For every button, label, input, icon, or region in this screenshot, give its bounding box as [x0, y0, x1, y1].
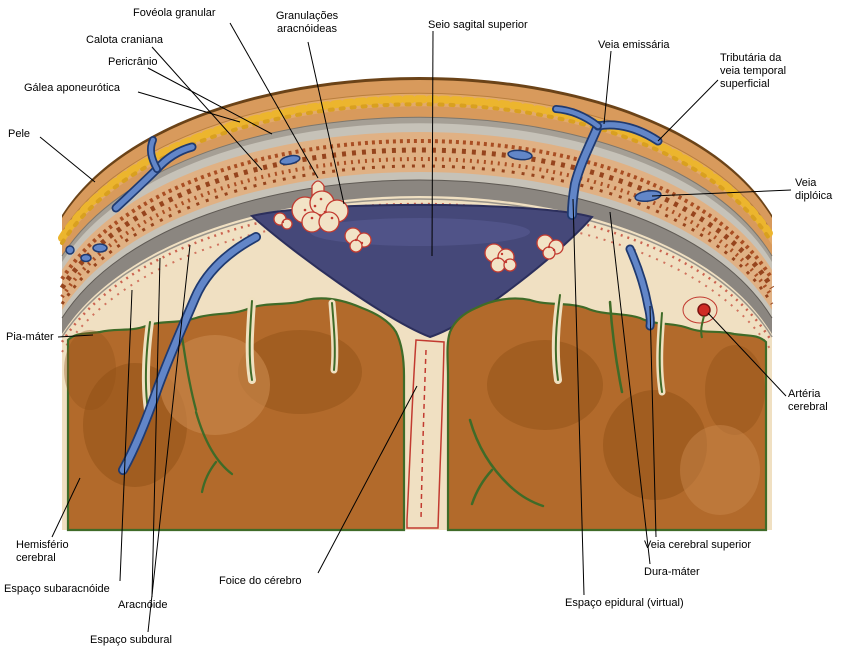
skin-fat-boundary: [61, 92, 773, 233]
label-veia-cerebral-superior: Veia cerebral superior: [644, 539, 752, 551]
diploic-vein-blob: [80, 253, 92, 263]
arachnoid-granulations: [273, 180, 564, 273]
leader-tributaria: [657, 79, 719, 142]
leader-veia-emissaria: [603, 50, 612, 125]
label-foice-do-cerebro: Foice do cérebro: [219, 575, 302, 587]
label-foveola-granular: Fovéola granular: [133, 7, 216, 19]
leader-dura-mater: [609, 211, 651, 565]
superior-sagittal-sinus-shape: [249, 203, 594, 339]
artery-pial-hook: [700, 315, 705, 339]
leader-hemisferio: [51, 477, 81, 538]
dura-outer-boundary: [61, 179, 773, 319]
label-tributaria-veia-temporal: Tributária da veia temporal superficial: [720, 52, 787, 90]
label-dura-mater: Dura-máter: [644, 566, 700, 578]
label-veia-emissaria: Veia emissária: [598, 39, 670, 51]
arachnoid-membrane-line: [61, 198, 773, 338]
label-veia-diploica: Veia diplóica: [795, 177, 833, 202]
diploe-speckles-2: [59, 147, 775, 290]
left-scalp-vein-branch: [148, 137, 160, 172]
granulation-lobe: [349, 239, 363, 253]
left-sulci: [141, 297, 339, 414]
label-arteria-cerebral: Artéria cerebral: [788, 388, 828, 413]
leader-epidural: [572, 198, 585, 596]
cortex-patch: [64, 330, 116, 410]
left-bridging-vein: [119, 233, 260, 474]
right-hemisphere: [446, 291, 768, 532]
leader-granulacoes: [307, 41, 345, 205]
label-pele: Pele: [8, 128, 31, 140]
label-seio-sagital-superior: Seio sagital superior: [428, 19, 528, 31]
leader-pia-mater: [57, 334, 94, 338]
leader-pele: [39, 136, 96, 183]
leader-foveola-granular: [229, 22, 319, 179]
right-sulci: [551, 291, 666, 396]
label-pia-mater: Pia-máter: [6, 331, 54, 343]
leader-galea: [137, 91, 241, 123]
leader-pericranio: [147, 67, 273, 135]
label-espaco-subdural: Espaço subdural: [90, 634, 172, 646]
emissary-upper-branch: [553, 106, 601, 129]
label-pericranio: Pericrânio: [108, 56, 158, 68]
cerebral-artery: [682, 296, 718, 339]
leader-lines: [39, 22, 792, 633]
label-espaco-epidural: Espaço epidural (virtual): [565, 597, 684, 609]
temporal-tributary: [595, 122, 661, 144]
label-galea-aponeurotica: Gálea aponeurótica: [24, 82, 121, 94]
fat-globules-row-2: [60, 102, 774, 245]
diploic-vein-blob: [92, 243, 108, 253]
granulation-speckles: [281, 197, 556, 264]
layer-textures: [58, 92, 776, 353]
cortex-patch: [487, 340, 603, 430]
leader-foice: [317, 385, 418, 574]
granulation-lobe: [503, 258, 517, 272]
diploic-vein-blob: [634, 189, 662, 203]
diploic-vein-blob: [65, 245, 75, 255]
label-hemisferio-cerebral: Hemisfério cerebral: [16, 539, 69, 564]
granulation-lobe: [318, 211, 340, 233]
label-granulacoes-aracnoideas: Granulações aracnóideas: [275, 10, 339, 35]
cerebral-artery-dot: [697, 303, 711, 317]
left-hemisphere: [64, 297, 406, 532]
falx-vessel-line: [420, 349, 427, 521]
sinus-highlight: [310, 218, 530, 246]
diploe-speckles-1: [60, 139, 774, 281]
scalp-veins: [111, 105, 663, 220]
diploic-vein-blob: [279, 154, 301, 166]
right-pial-vessels: [468, 300, 624, 508]
leader-aracnoide: [151, 257, 161, 598]
leader-seio-sagital: [431, 30, 434, 257]
leader-arteria-cerebral: [707, 312, 787, 397]
diploic-veins: [65, 149, 662, 263]
label-espaco-subaracnoide: Espaço subaracnóide: [4, 583, 110, 595]
granulation-lobe: [490, 257, 506, 273]
label-calota-craniana: Calota craniana: [86, 34, 164, 46]
diploe-speckles-4: [60, 164, 774, 305]
cortex-patch-light: [680, 425, 760, 515]
leader-veia-cerebral-superior: [649, 305, 657, 538]
leader-calota-craniana: [151, 46, 263, 171]
cortex-patch-light: [160, 335, 270, 435]
emissary-vein: [568, 122, 602, 219]
label-aracnoide: Aracnóide: [118, 599, 168, 611]
diploic-vein-blob: [507, 149, 533, 161]
leader-veia-diploica: [651, 189, 792, 197]
leader-subaracnoide: [119, 289, 133, 582]
granulation-lobe: [542, 246, 556, 260]
cortex-patch: [705, 345, 765, 435]
fat-globules-row: [58, 95, 776, 242]
granulation-lobe: [281, 218, 293, 230]
leader-subdural: [147, 244, 191, 633]
